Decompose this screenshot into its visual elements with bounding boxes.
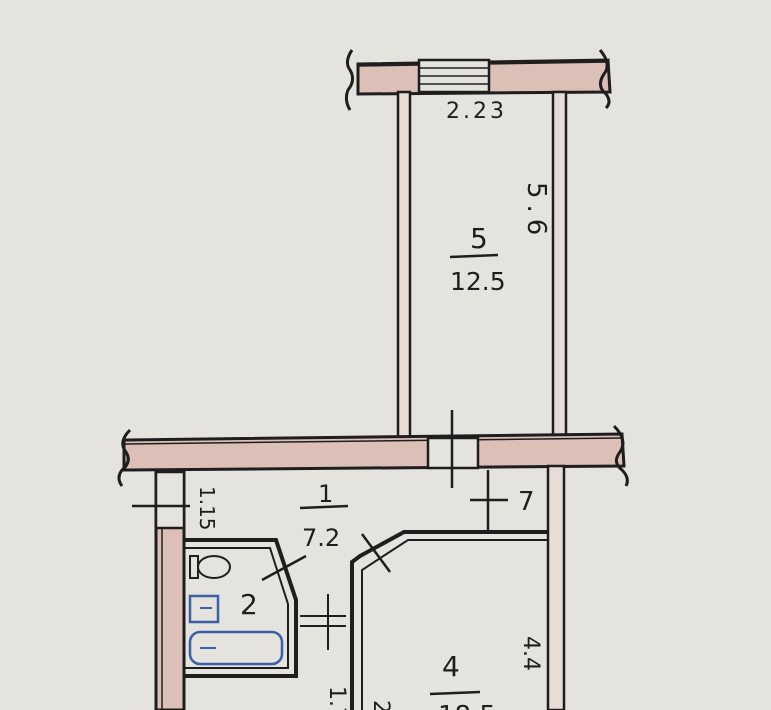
- balcony-length-label: 5.6: [521, 182, 551, 241]
- room4-room-area: 18.5: [438, 701, 496, 710]
- toilet-icon: [189, 555, 231, 579]
- balcony: 2.23 5.6 5 12.5: [344, 49, 612, 442]
- fraction-line: [299, 504, 349, 510]
- left-wall: 1.15: [132, 468, 219, 710]
- bathroom-room-number: 2: [240, 588, 258, 621]
- room-4: 4.4 1.7 24 4 18.5: [324, 530, 548, 710]
- balcony-right-wall: [551, 90, 568, 442]
- room4-wall: [350, 530, 548, 710]
- break-mark: [598, 49, 611, 110]
- bathroom-wall: [184, 538, 298, 678]
- break-mark: [612, 424, 629, 487]
- hall-room-number: 1: [318, 480, 333, 508]
- bathroom: 2: [184, 538, 346, 678]
- fraction-line: [449, 253, 499, 259]
- left-window: [154, 470, 186, 530]
- hall-dim-left: 1.15: [195, 486, 219, 531]
- bathtub-icon: [188, 630, 284, 666]
- room4-dim-left: 1.7: [324, 686, 349, 710]
- partial-number: 24: [368, 700, 393, 710]
- balcony-width-label: 2.23: [446, 99, 507, 124]
- balcony-window: [417, 58, 491, 94]
- room4-door: [360, 533, 392, 573]
- balcony-room-number: 5: [470, 222, 488, 255]
- closet: 7: [470, 470, 535, 530]
- break-mark: [344, 49, 355, 111]
- closet-room-number: 7: [518, 487, 535, 517]
- exterior-wall: [117, 410, 629, 488]
- balcony-room-area: 12.5: [450, 267, 506, 296]
- room4-room-number: 4: [442, 650, 460, 683]
- break-mark: [117, 428, 132, 487]
- sink-icon: [188, 594, 220, 624]
- fraction-line: [429, 690, 481, 696]
- bathroom-door: [261, 554, 307, 582]
- right-wall: [546, 464, 566, 710]
- room4-dim-right: 4.4: [518, 636, 543, 671]
- balcony-left-wall: [396, 90, 412, 442]
- hall: 1 7.2: [299, 480, 349, 552]
- hall-room-area: 7.2: [302, 524, 340, 552]
